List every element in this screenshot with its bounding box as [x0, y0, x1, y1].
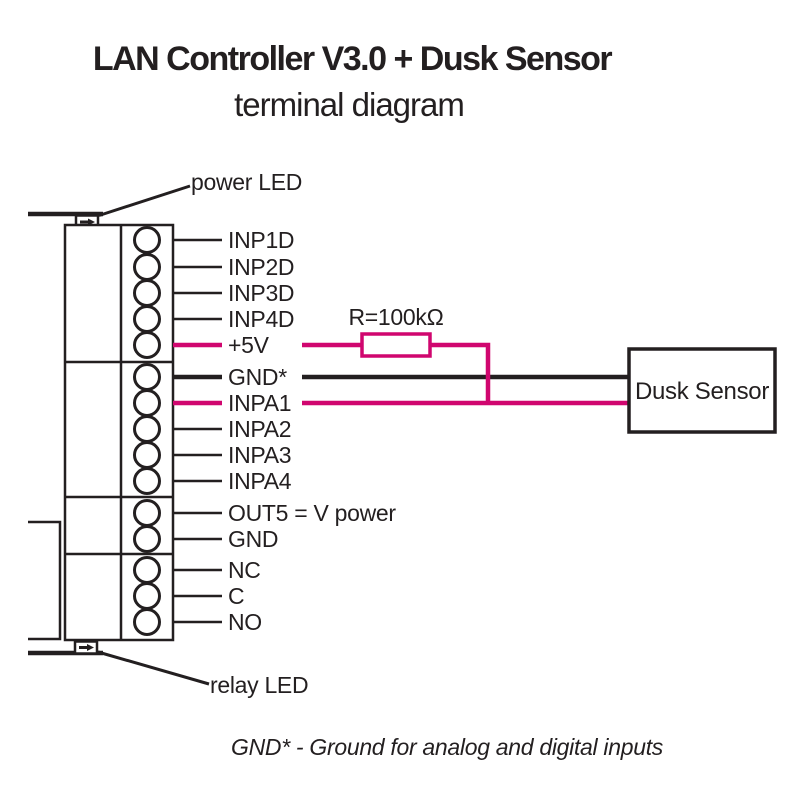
terminal-label: INP4D	[228, 306, 294, 332]
terminal-screw	[133, 331, 161, 359]
power-led-pointer-line	[98, 184, 191, 217]
footnote: GND* - Ground for analog and digital inp…	[231, 734, 664, 760]
resistor-symbol	[360, 332, 432, 358]
terminal-label: INP2D	[228, 254, 294, 280]
terminal-label: GND	[228, 526, 278, 552]
wire-5v-drop	[430, 342, 491, 403]
terminal-screw	[133, 226, 161, 254]
terminal-label: NC	[228, 557, 261, 583]
relay-led-pointer-line	[97, 650, 210, 686]
dusk-sensor-label: Dusk Sensor	[635, 378, 769, 405]
terminal-label: INPA4	[228, 468, 292, 494]
terminal-screw	[133, 279, 161, 307]
pcb-outline-left	[28, 520, 62, 641]
terminal-label: INPA1	[228, 390, 291, 416]
relay-led-icon	[73, 640, 99, 655]
terminal-label: INPA2	[228, 416, 291, 442]
terminal-screws	[133, 226, 161, 636]
terminal-label: +5V	[228, 332, 270, 358]
terminal-leads	[173, 238, 222, 624]
terminal-screw	[133, 363, 161, 391]
terminal-label: OUT5 = V power	[228, 500, 396, 526]
terminal-screw	[133, 556, 161, 584]
terminal-label: C	[228, 583, 244, 609]
terminal-label: INP3D	[228, 280, 294, 306]
terminal-label: INPA3	[228, 442, 291, 468]
terminal-screw	[133, 389, 161, 417]
diagram-subtitle: terminal diagram	[234, 86, 464, 123]
terminal-label: GND*	[228, 364, 287, 390]
power-led-label: power LED	[191, 169, 302, 195]
terminal-screw	[133, 499, 161, 527]
dusk-sensor-box	[627, 347, 777, 434]
terminal-screw	[133, 305, 161, 333]
terminal-screw	[133, 525, 161, 553]
terminal-screw	[133, 415, 161, 443]
terminal-screw	[133, 582, 161, 610]
terminal-label: INP1D	[228, 227, 294, 253]
resistor-label: R=100kΩ	[348, 304, 443, 330]
terminal-screw	[133, 467, 161, 495]
terminal-screw	[133, 608, 161, 636]
relay-led-label: relay LED	[210, 672, 308, 698]
terminal-labels: INP1D INP2D INP3D INP4D +5V GND* INPA1 I…	[228, 227, 397, 635]
diagram-title: LAN Controller V3.0 + Dusk Sensor	[93, 40, 613, 78]
terminal-screw	[133, 253, 161, 281]
terminal-screw	[133, 441, 161, 469]
terminal-label: NO	[228, 609, 262, 635]
